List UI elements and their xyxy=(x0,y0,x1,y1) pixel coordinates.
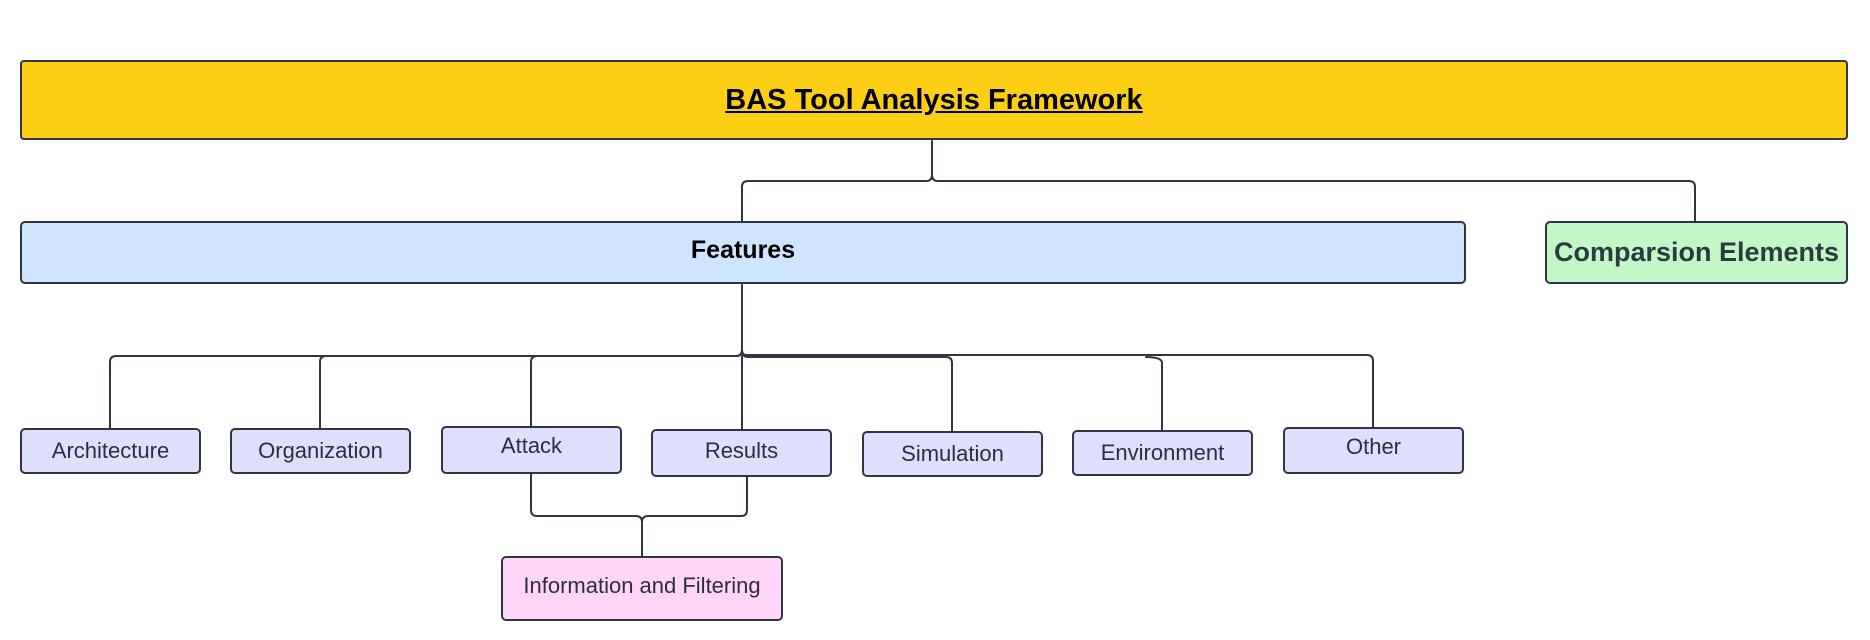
leaf-node-label: Attack xyxy=(500,433,563,458)
leaf-node-label: Organization xyxy=(258,438,383,463)
leaf-node-results[interactable]: Results xyxy=(651,429,832,477)
leaf-node-architecture[interactable]: Architecture xyxy=(20,428,201,474)
connector-results-info xyxy=(641,476,748,523)
leaf-node-label: Architecture xyxy=(51,438,170,463)
branch-node-features[interactable]: Features xyxy=(20,221,1466,284)
branch-node-comparison-elements[interactable]: Comparsion Elements xyxy=(1545,221,1848,284)
connector-features-environment xyxy=(1145,356,1163,431)
connector-features-architecture xyxy=(109,349,743,429)
leaf-node-attack[interactable]: Attack xyxy=(441,426,622,474)
connector-attack-info xyxy=(530,473,643,557)
connector-features-other xyxy=(741,353,1374,428)
leaf-node-simulation[interactable]: Simulation xyxy=(862,431,1043,477)
branch-node-label: Features xyxy=(690,236,796,264)
leaf-node-label: Results xyxy=(704,438,779,463)
leaf-node-label: Other xyxy=(1345,433,1402,459)
root-node-bas-tool-analysis-framework[interactable]: BAS Tool Analysis Framework xyxy=(20,60,1848,140)
leaf-node-organization[interactable]: Organization xyxy=(230,428,411,474)
connector-features-organization xyxy=(319,355,327,429)
connector-root-features xyxy=(741,140,933,222)
connector-root-comparison xyxy=(931,174,1696,222)
connector-features-attack xyxy=(530,349,743,427)
merged-node-information-and-filtering[interactable]: Information and Filtering xyxy=(501,556,783,621)
connector-features-trunk xyxy=(741,284,749,357)
root-node-label: BAS Tool Analysis Framework xyxy=(725,83,1143,116)
leaf-node-label: Simulation xyxy=(901,441,1004,466)
leaf-node-other[interactable]: Other xyxy=(1283,427,1464,474)
connector-features-simulation xyxy=(741,349,953,432)
branch-node-label: Comparsion Elements xyxy=(1553,237,1840,267)
leaf-node-label: Environment xyxy=(1100,440,1225,465)
leaf-node-environment[interactable]: Environment xyxy=(1072,430,1253,476)
merged-node-label: Information and Filtering xyxy=(523,572,761,598)
